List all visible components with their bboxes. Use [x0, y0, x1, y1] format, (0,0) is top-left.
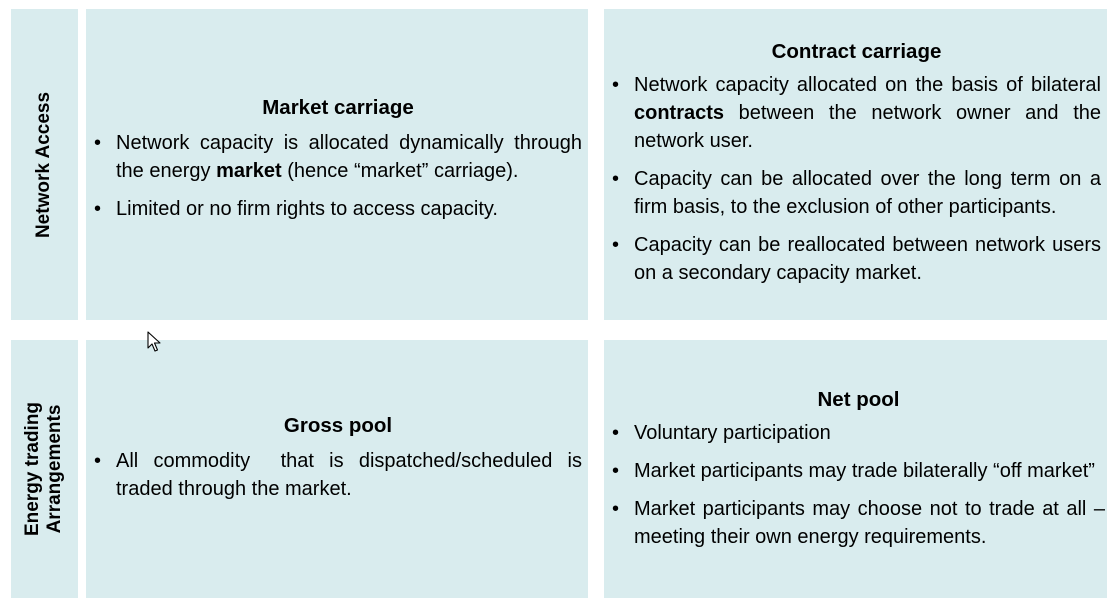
list-item: Capacity can be allocated over the long … — [612, 165, 1101, 221]
market-carriage-panel: Market carriage Network capacity is allo… — [86, 9, 588, 320]
contract-carriage-panel: Contract carriage Network capacity alloc… — [604, 9, 1107, 320]
bullet-list: All commodity that is dispatched/schedul… — [94, 447, 582, 503]
bullet-text: All commodity that is dispatched/schedul… — [116, 450, 588, 500]
row-label-line: Network Access — [33, 91, 55, 238]
bullet-text: Network capacity is allocated dynamicall… — [116, 131, 582, 182]
bullet-text: Capacity can be allocated over the long … — [634, 167, 1101, 218]
bullet-text: Network capacity allocated on the basis … — [634, 73, 1101, 96]
row-label-line: Arrangements — [44, 404, 66, 534]
list-item: Limited or no firm rights to access capa… — [94, 195, 582, 223]
list-item: Network capacity allocated on the basis … — [612, 71, 1101, 155]
bullet-list: Network capacity is allocated dynamicall… — [94, 129, 582, 223]
mouse-pointer-icon — [147, 331, 161, 352]
bullet-list: Network capacity allocated on the basis … — [612, 71, 1101, 287]
list-item: Market participants may choose not to tr… — [612, 495, 1105, 551]
bullet-emphasis: market — [216, 159, 282, 182]
bullet-text: Voluntary participation — [634, 422, 831, 444]
list-item: All commodity that is dispatched/schedul… — [94, 447, 582, 503]
row-label-text: Energy trading Arrangements — [23, 402, 67, 536]
bullet-emphasis: contracts — [634, 101, 725, 124]
bullet-list: Voluntary participation Market participa… — [612, 419, 1105, 551]
row-label-line: Energy trading — [22, 401, 44, 537]
panel-title: Contract carriage — [771, 39, 942, 63]
bullet-text: between the network owner and the networ… — [634, 101, 1101, 152]
bullet-text: (hence “market” carriage). — [281, 159, 519, 182]
list-item: Network capacity is allocated dynamicall… — [94, 129, 582, 185]
gross-pool-panel: Gross pool All commodity that is dispatc… — [86, 340, 588, 598]
bullet-text: Capacity can be reallocated between netw… — [634, 233, 1101, 284]
row-label-energy-trading: Energy trading Arrangements — [11, 340, 78, 598]
list-item: Capacity can be reallocated between netw… — [612, 231, 1101, 287]
panel-title: Market carriage — [262, 95, 414, 119]
row-label-network-access: Network Access — [11, 9, 78, 320]
bullet-text: Limited or no firm rights to access capa… — [116, 197, 498, 220]
panel-title: Net pool — [817, 388, 900, 411]
list-item: Market participants may trade bilaterall… — [612, 457, 1105, 485]
panel-title: Gross pool — [283, 414, 393, 437]
bullet-text: Market participants may choose not to tr… — [634, 498, 1105, 548]
list-item: Voluntary participation — [612, 419, 1105, 447]
bullet-text: Market participants may trade bilaterall… — [634, 460, 1095, 482]
net-pool-panel: Net pool Voluntary participation Market … — [604, 340, 1107, 598]
row-label-text: Network Access — [34, 91, 56, 237]
